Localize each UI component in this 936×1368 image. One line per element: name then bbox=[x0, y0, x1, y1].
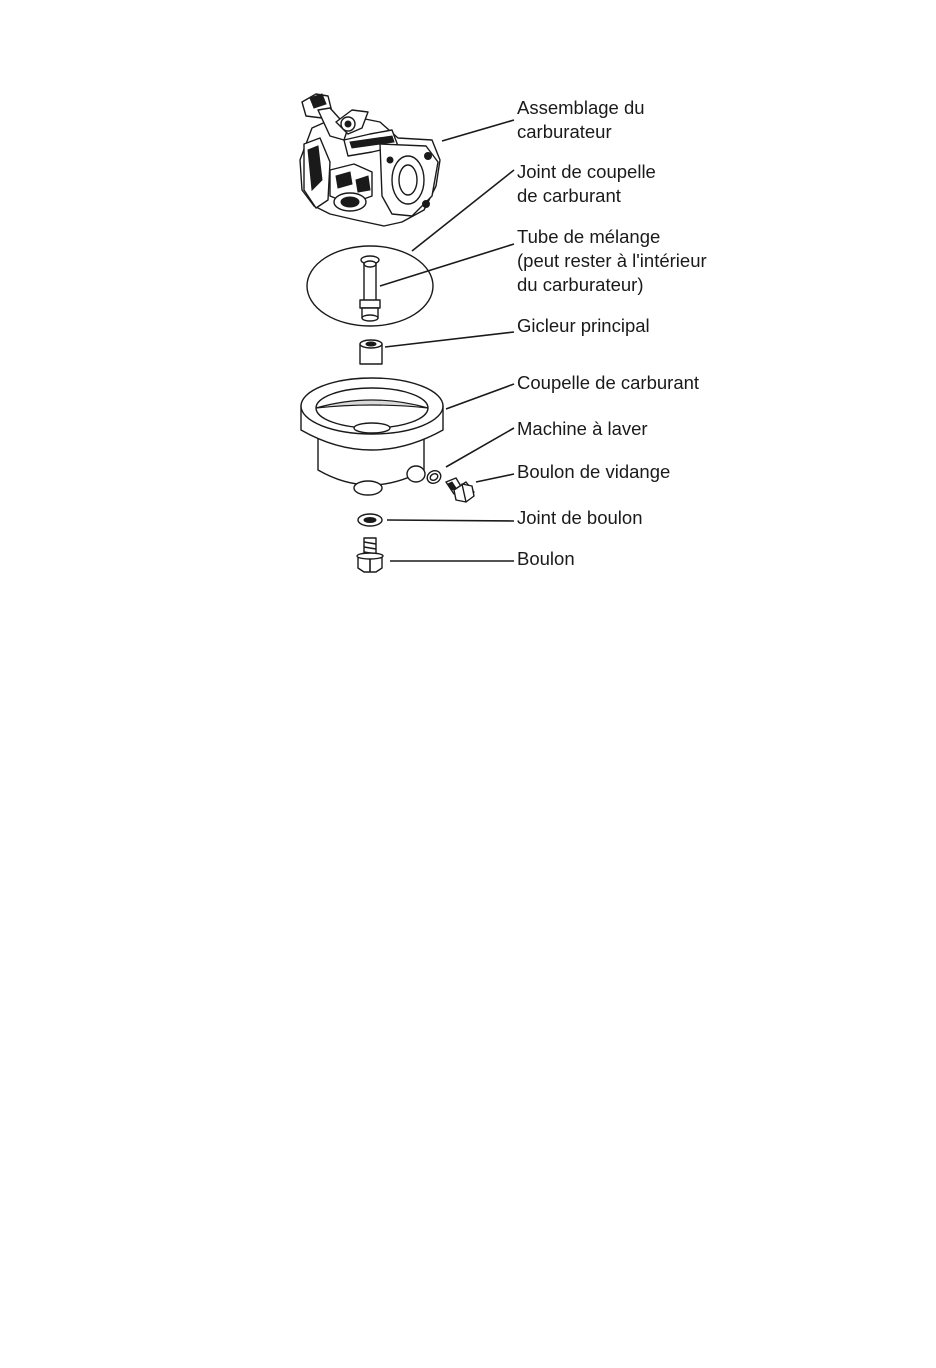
exploded-view-drawing bbox=[0, 0, 936, 620]
main-jet-part bbox=[360, 340, 382, 364]
leader-line-fuel-bowl bbox=[446, 384, 514, 409]
label-carburetor-assembly: Assemblage du carburateur bbox=[517, 96, 645, 144]
label-fuel-bowl-gasket: Joint de coupelle de carburant bbox=[517, 160, 656, 208]
leader-line-washer bbox=[446, 428, 514, 467]
label-fuel-bowl: Coupelle de carburant bbox=[517, 371, 699, 395]
carburetor-exploded-diagram bbox=[0, 0, 936, 620]
label-washer: Machine à laver bbox=[517, 417, 648, 441]
drain-bolt-part bbox=[446, 478, 474, 502]
fuel-bowl-part bbox=[301, 378, 443, 495]
washer-part bbox=[425, 468, 443, 485]
label-main-jet: Gicleur principal bbox=[517, 314, 650, 338]
label-emulsion-tube: Tube de mélange (peut rester à l'intérie… bbox=[517, 225, 707, 297]
leader-line-carburetor-assembly bbox=[442, 120, 514, 141]
bolt-part bbox=[357, 538, 383, 572]
label-bolt: Boulon bbox=[517, 547, 575, 571]
leader-line-main-jet bbox=[385, 332, 514, 347]
label-bolt-gasket: Joint de boulon bbox=[517, 506, 643, 530]
leader-line-bolt-gasket bbox=[387, 520, 514, 521]
bolt-gasket-part bbox=[358, 514, 382, 526]
carburetor-assembly-part bbox=[300, 94, 440, 226]
leader-line-drain-bolt bbox=[476, 474, 514, 482]
label-drain-bolt: Boulon de vidange bbox=[517, 460, 670, 484]
